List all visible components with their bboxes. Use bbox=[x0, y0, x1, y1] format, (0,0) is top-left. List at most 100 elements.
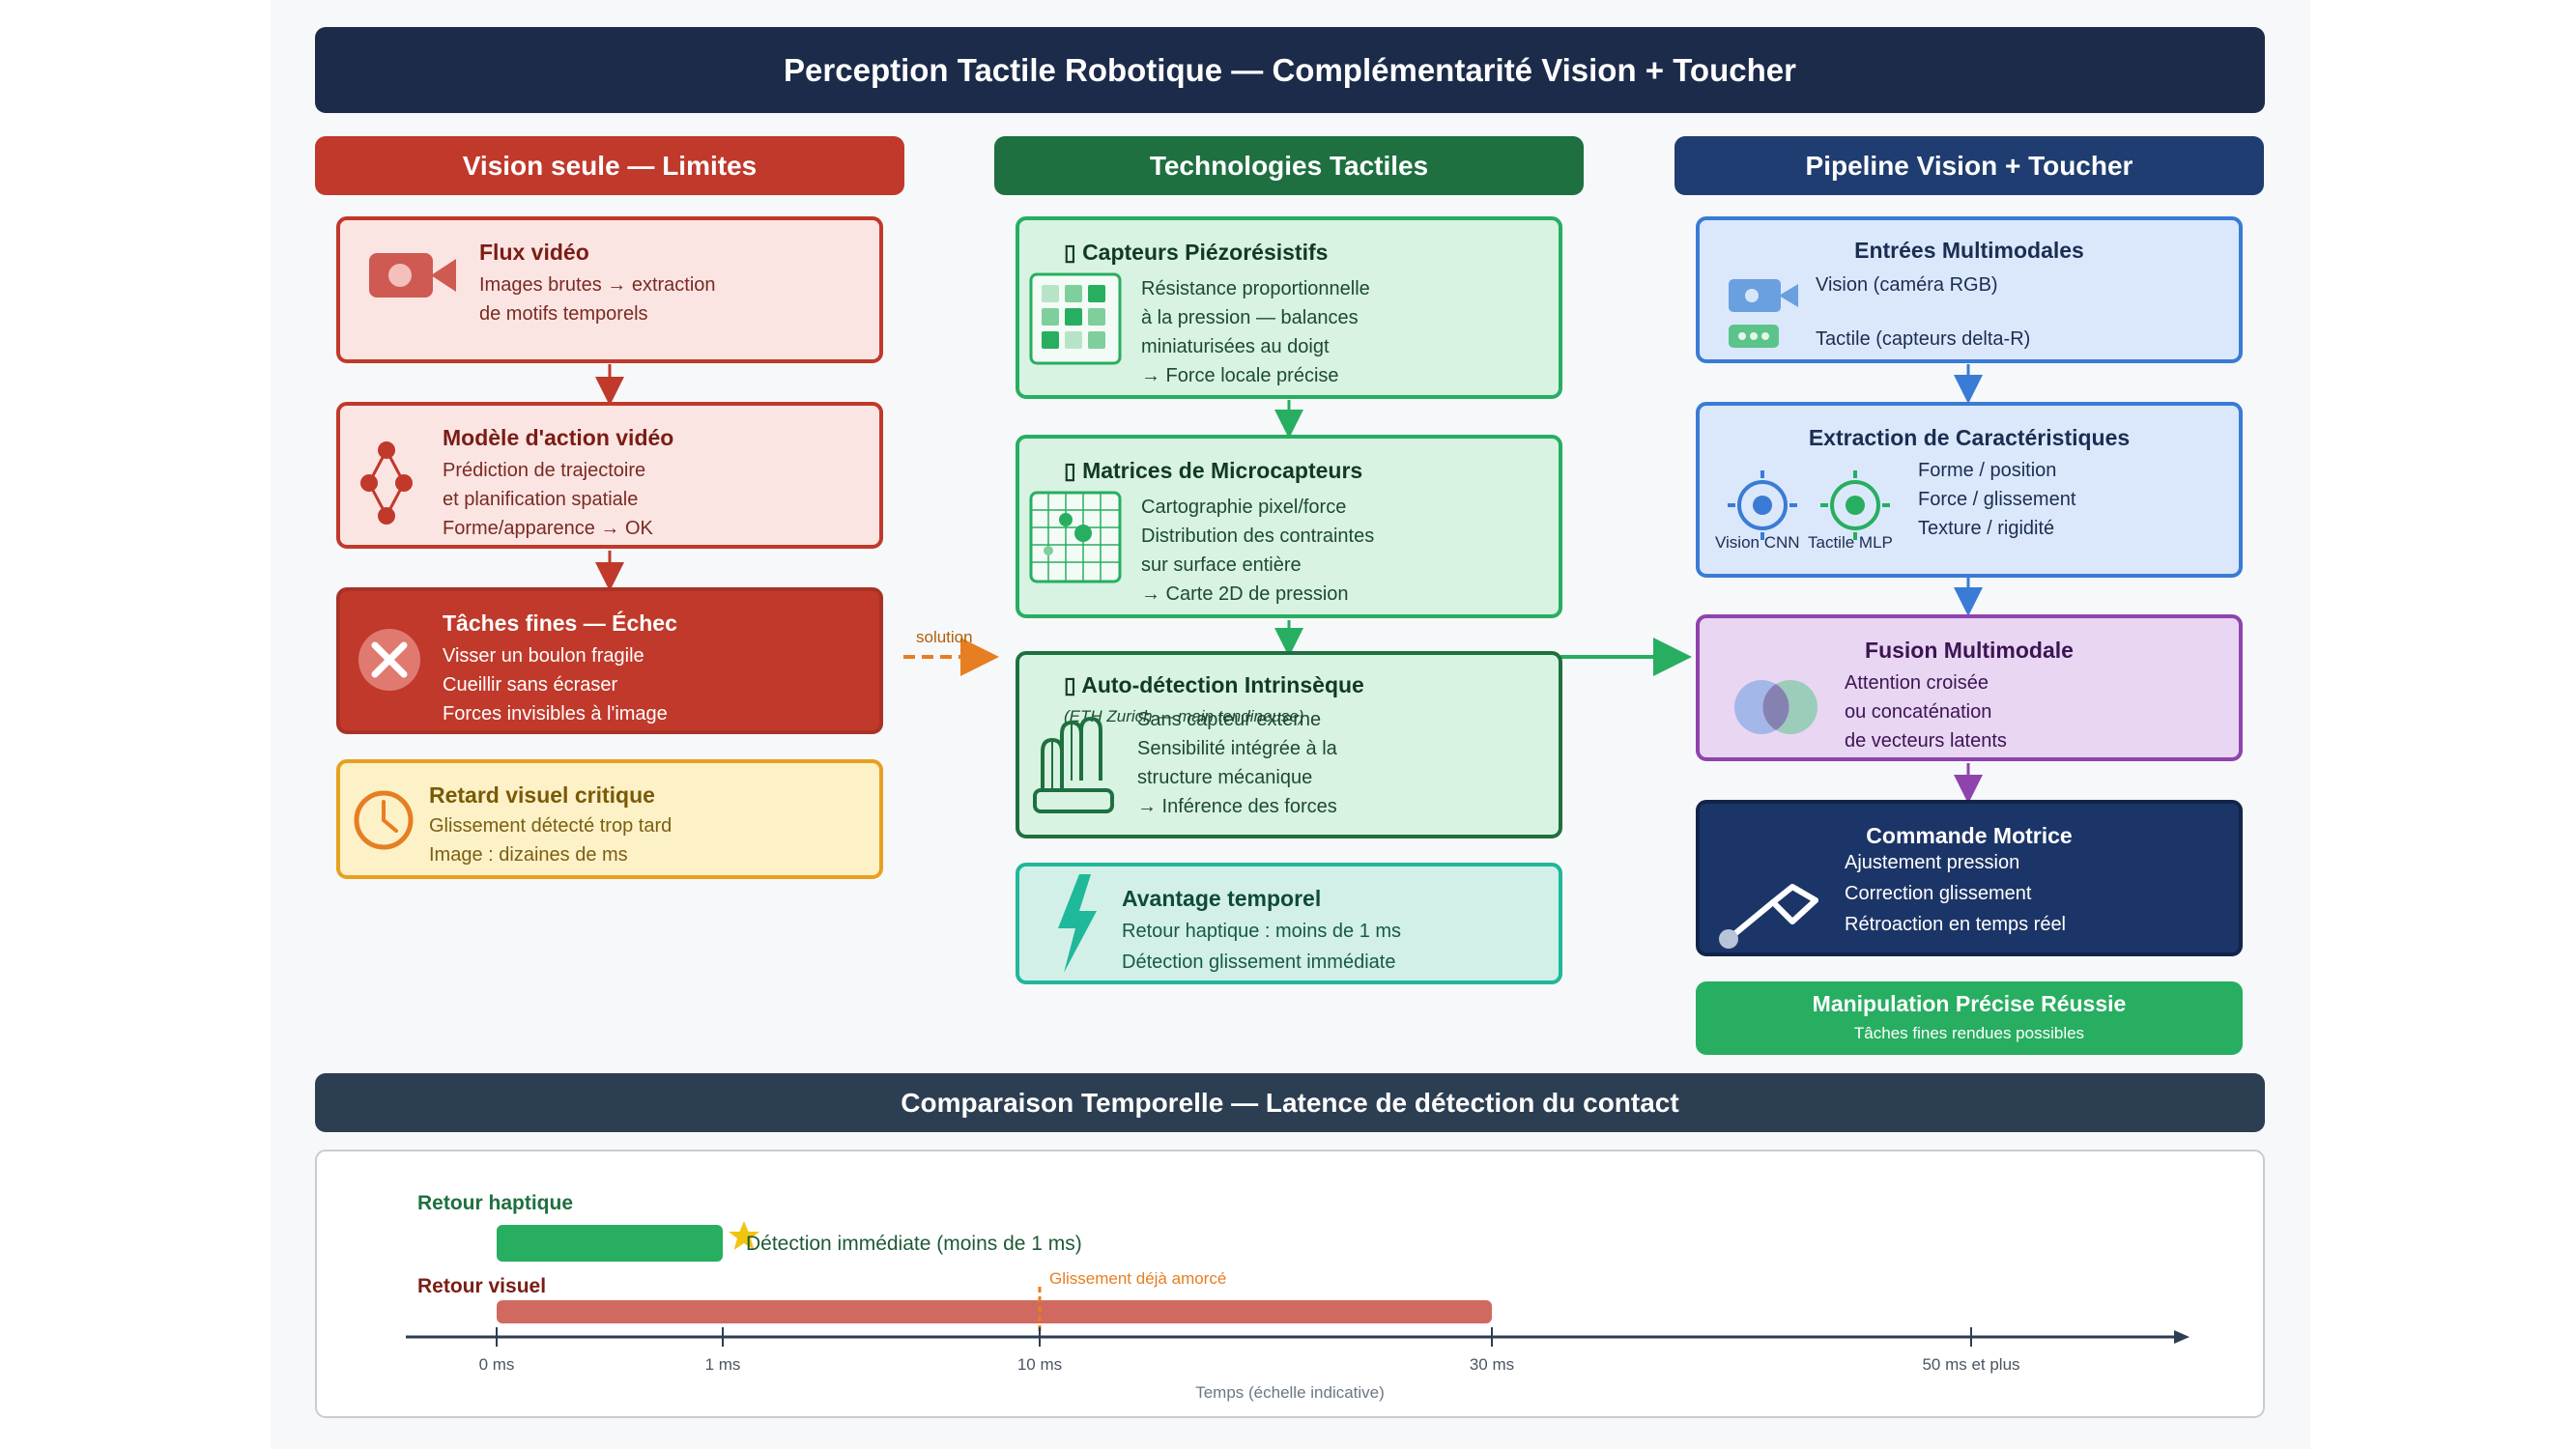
page-title: Perception Tactile Robotique — Complémen… bbox=[315, 27, 2265, 113]
piezo-line-2: à la pression — balances bbox=[1141, 307, 1359, 328]
modele-line-2: et planification spatiale bbox=[443, 489, 639, 510]
modele-line-3: Forme/apparence → OK bbox=[443, 518, 653, 539]
camera-icon bbox=[1729, 279, 1798, 312]
fusion-card: Fusion Multimodale Attention croisée ou … bbox=[1696, 614, 2243, 761]
diagram-canvas: Perception Tactile Robotique — Complémen… bbox=[271, 0, 2310, 1449]
x-circle-icon bbox=[358, 629, 420, 691]
visual-label: Retour visuel bbox=[417, 1275, 547, 1297]
extraction-line-2: Force / glissement bbox=[1918, 489, 2076, 510]
entrees-card: Entrées Multimodales Vision (caméra RGB)… bbox=[1696, 216, 2243, 363]
auto-glyph: ▯ bbox=[1064, 672, 1076, 697]
timeline-chart: 0 ms 1 ms 10 ms 30 ms 50 ms et plus bbox=[406, 1221, 2190, 1374]
taches-line-1: Visser un boulon fragile bbox=[443, 645, 644, 667]
piezo-line-3: miniaturisées au doigt bbox=[1141, 336, 1330, 357]
avantage-title: Avantage temporel bbox=[1122, 886, 1322, 911]
fusion-line-2: ou concaténation bbox=[1845, 701, 1992, 723]
piezo-title: Capteurs Piézorésistifs bbox=[1082, 240, 1329, 265]
tactile-mlp-icon bbox=[1820, 470, 1890, 540]
tactile-sensor-icon bbox=[1729, 325, 1779, 348]
flux-video-card: Flux vidéo Images brutes → extraction de… bbox=[336, 216, 883, 363]
flux-title: Flux vidéo bbox=[479, 240, 589, 265]
haptic-label: Retour haptique bbox=[417, 1192, 573, 1214]
matrices-line-1: Cartographie pixel/force bbox=[1141, 497, 1347, 518]
modele-title: Modèle d'action vidéo bbox=[443, 425, 674, 450]
retard-title: Retard visuel critique bbox=[429, 782, 655, 808]
timeline-header: Comparaison Temporelle — Latence de déte… bbox=[315, 1073, 2265, 1132]
extraction-title: Extraction de Caractéristiques bbox=[1808, 425, 2131, 450]
auto-detection-card: ▯ Auto-détection Intrinsèque (ETH Zurich… bbox=[1016, 651, 1562, 838]
tick-label: 50 ms et plus bbox=[1922, 1355, 2019, 1374]
tendon-hand-icon bbox=[1033, 716, 1114, 813]
tick-label: 0 ms bbox=[479, 1355, 515, 1374]
haptic-bar bbox=[497, 1225, 723, 1262]
robot-arm-icon bbox=[1719, 884, 1818, 949]
col3-header: Pipeline Vision + Toucher bbox=[1674, 136, 2264, 195]
auto-subtitle: (ETH Zurich — main tendineuse) bbox=[1064, 707, 1304, 725]
commande-card: Commande Motrice Ajustement pression Cor… bbox=[1696, 800, 2243, 956]
matrices-card: ▯ Matrices de Microcapteurs Cartographie… bbox=[1016, 435, 1562, 618]
matrices-title: Matrices de Microcapteurs bbox=[1082, 458, 1363, 483]
axis-label: Temps (échelle indicative) bbox=[1195, 1383, 1385, 1402]
flux-line-2: de motifs temporels bbox=[479, 303, 648, 325]
fusion-line-3: de vecteurs latents bbox=[1845, 730, 2007, 752]
avantage-temporel-card: Avantage temporel Retour haptique : moin… bbox=[1016, 863, 1562, 984]
visual-bar bbox=[497, 1300, 1492, 1323]
taches-line-2: Cueillir sans écraser bbox=[443, 674, 618, 696]
modele-action-card: Modèle d'action vidéo Prédiction de traj… bbox=[336, 402, 883, 549]
venn-fusion-icon bbox=[1734, 680, 1818, 734]
extraction-line-3: Texture / rigidité bbox=[1918, 518, 2055, 539]
piezo-line-1: Résistance proportionnelle bbox=[1141, 278, 1370, 299]
commande-line-2: Correction glissement bbox=[1845, 883, 2032, 904]
sensor-grid-icon bbox=[1029, 272, 1122, 365]
connector-arrows bbox=[595, 364, 1983, 804]
auto-line-3: structure mécanique bbox=[1137, 767, 1313, 788]
matrices-line-4: → Carte 2D de pression bbox=[1141, 583, 1349, 605]
retard-line-2: Image : dizaines de ms bbox=[429, 844, 628, 866]
mlp-label: Tactile MLP bbox=[1808, 533, 1893, 552]
star-icon bbox=[729, 1221, 759, 1250]
commande-line-3: Rétroaction en temps réel bbox=[1845, 914, 2067, 935]
modele-line-1: Prédiction de trajectoire bbox=[443, 460, 646, 481]
haptic-note: Détection immédiate (moins de 1 ms) bbox=[746, 1233, 1082, 1255]
tick-label: 1 ms bbox=[705, 1355, 741, 1374]
piezo-glyph: ▯ bbox=[1064, 240, 1076, 265]
commande-title: Commande Motrice bbox=[1866, 823, 2073, 848]
result-subtitle: Tâches fines rendues possibles bbox=[1853, 1024, 2085, 1042]
fusion-line-1: Attention croisée bbox=[1845, 672, 1989, 694]
result-banner: Manipulation Précise Réussie Tâches fine… bbox=[1696, 981, 2243, 1055]
col1-header: Vision seule — Limites bbox=[315, 136, 904, 195]
entrees-tactile: Tactile (capteurs delta-R) bbox=[1816, 328, 2031, 350]
visual-note: Glissement déjà amorcé bbox=[1049, 1269, 1227, 1288]
graph-network-icon bbox=[360, 441, 413, 525]
video-camera-icon bbox=[369, 253, 456, 298]
matrices-glyph: ▯ bbox=[1064, 458, 1076, 483]
piezo-card: ▯ Capteurs Piézorésistifs Résistance pro… bbox=[1016, 216, 1562, 399]
vision-cnn-icon bbox=[1728, 470, 1797, 540]
col2-header: Technologies Tactiles bbox=[994, 136, 1584, 195]
extraction-line-1: Forme / position bbox=[1918, 460, 2057, 481]
auto-line-4: → Inférence des forces bbox=[1137, 796, 1337, 817]
retard-visuel-card: Retard visuel critique Glissement détect… bbox=[336, 759, 883, 879]
tick-label: 30 ms bbox=[1470, 1355, 1514, 1374]
entrees-vision: Vision (caméra RGB) bbox=[1816, 274, 1998, 296]
avantage-line-1: Retour haptique : moins de 1 ms bbox=[1122, 921, 1402, 942]
extraction-card: Extraction de Caractéristiques Vision CN… bbox=[1696, 402, 2243, 578]
taches-title: Tâches fines — Échec bbox=[443, 611, 677, 636]
flux-line-1: Images brutes → extraction bbox=[479, 274, 716, 296]
cnn-label: Vision CNN bbox=[1715, 533, 1800, 552]
solution-label: solution bbox=[916, 628, 973, 646]
entrees-title: Entrées Multimodales bbox=[1854, 238, 2084, 263]
matrices-line-2: Distribution des contraintes bbox=[1141, 526, 1375, 547]
matrices-line-3: sur surface entière bbox=[1141, 554, 1302, 576]
fusion-title: Fusion Multimodale bbox=[1865, 638, 2074, 663]
avantage-line-2: Détection glissement immédiate bbox=[1122, 952, 1396, 973]
auto-title: Auto-détection Intrinsèque bbox=[1081, 672, 1364, 697]
tick-label: 10 ms bbox=[1017, 1355, 1062, 1374]
result-title: Manipulation Précise Réussie bbox=[1812, 991, 2127, 1016]
clock-icon bbox=[354, 790, 414, 850]
taches-line-3: Forces invisibles à l'image bbox=[443, 703, 668, 724]
timeline-axis-arrowhead bbox=[2174, 1330, 2190, 1344]
commande-line-1: Ajustement pression bbox=[1845, 852, 2020, 873]
auto-line-1: Sans capteur externe bbox=[1137, 709, 1322, 730]
pressure-map-icon bbox=[1029, 491, 1122, 583]
